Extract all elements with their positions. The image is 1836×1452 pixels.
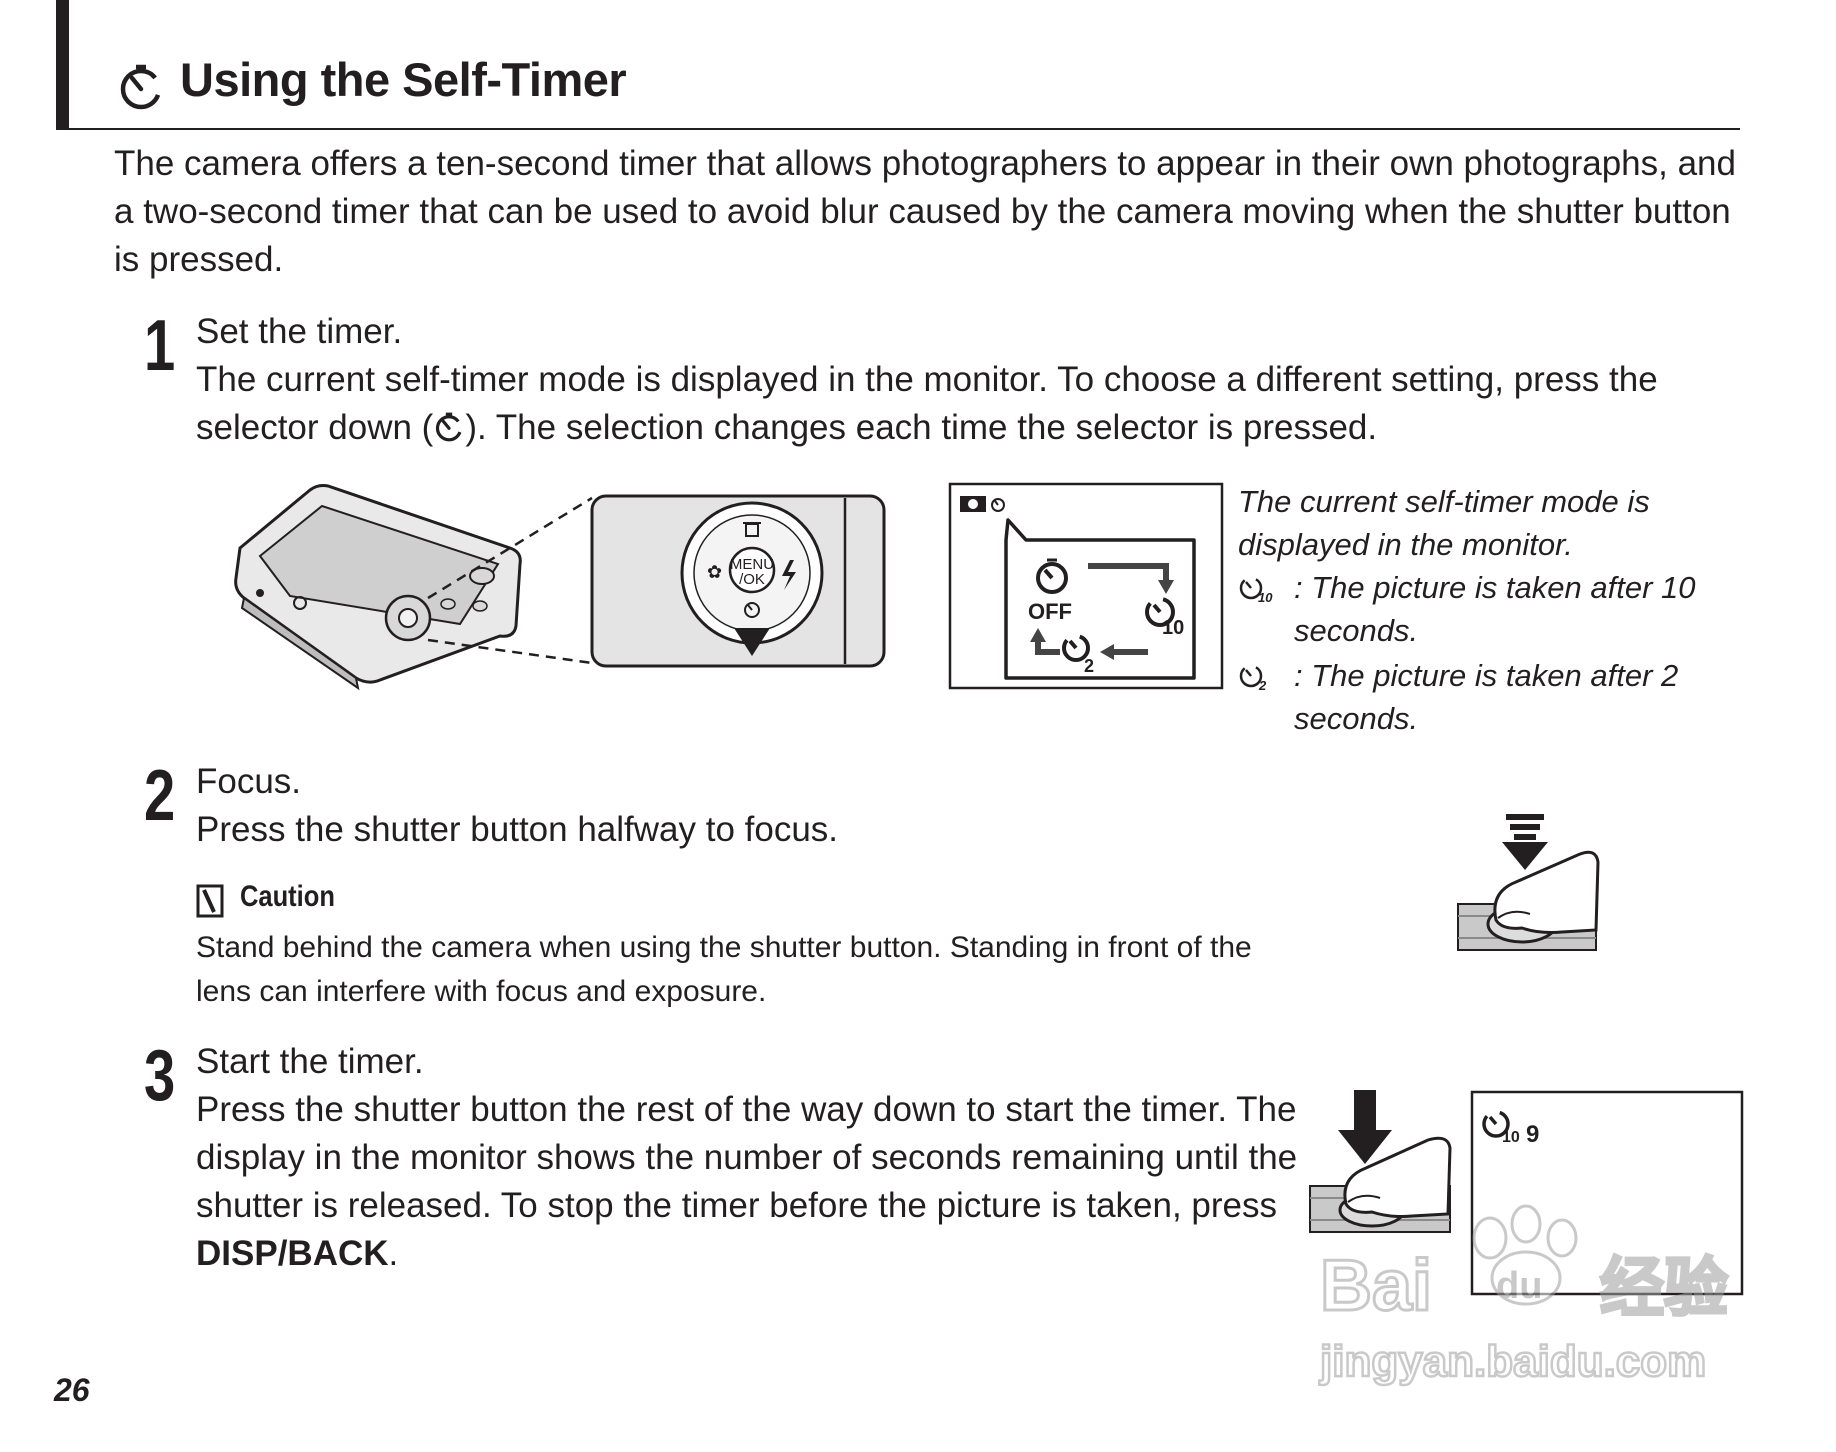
step-2-number: 2 (144, 756, 176, 836)
legend-10-sub: 10 (1258, 590, 1273, 604)
baidu-watermark: Bai du 经验 jingyan.baidu.com (1300, 1180, 1760, 1390)
selector-zoom-panel: MENU /OK ✿ (590, 494, 886, 668)
cycle-off-label: OFF (1028, 599, 1072, 624)
step-1-body: The current self-timer mode is displayed… (196, 356, 1756, 452)
shutter-half-press-illustration (1457, 814, 1600, 951)
monitor-mode-cycle-diagram: OFF 10 2 (948, 482, 1224, 690)
page-number: 26 (54, 1372, 90, 1408)
caution-icon (196, 884, 224, 918)
disp-back-key: DISP/BACK (196, 1234, 389, 1273)
step-3-heading: Start the timer. (196, 1042, 424, 1081)
step-3-body-end: . (388, 1234, 399, 1273)
selector-ok-label: /OK (739, 571, 765, 588)
step-2-heading: Focus. (196, 762, 302, 801)
watermark-jingyan-cn: 经验 (1600, 1252, 1728, 1326)
watermark-du: du (1496, 1265, 1542, 1307)
header-side-bar (56, 0, 69, 130)
timer-2-icon (1062, 634, 1090, 662)
caution-title: Caution (240, 880, 335, 913)
countdown-timer-sub: 10 (1502, 1129, 1520, 1146)
half-press-arrow-icon (1502, 814, 1548, 870)
watermark-graphic: Bai du 经验 jingyan.baidu.com (1318, 1204, 1730, 1387)
cycle-10-label: 10 (1162, 617, 1184, 639)
shutter-full-press-illustration (1309, 1090, 1452, 1233)
timer-off-icon (1036, 558, 1068, 594)
self-timer-inline-icon (436, 412, 463, 442)
watermark-bai: Bai (1320, 1246, 1432, 1326)
selector-down-arrow-icon (734, 628, 770, 656)
step-3-number: 3 (144, 1036, 176, 1116)
intro-paragraph: The camera offers a ten-second timer tha… (114, 144, 1736, 279)
flash-icon (782, 560, 796, 590)
self-timer-10-icon: 10 (1239, 576, 1273, 605)
timer-10-icon (1145, 597, 1175, 627)
page-title: Using the Self-Timer (180, 53, 627, 106)
title-rule (56, 128, 1740, 130)
step-1-number: 1 (144, 306, 176, 386)
camera-body (234, 484, 522, 691)
watermark-url: jingyan.baidu.com (1319, 1337, 1706, 1386)
caution-body: Stand behind the camera when using the s… (196, 931, 1252, 1008)
legend-2-sub: 2 (1258, 678, 1267, 692)
step-2-body: Press the shutter button halfway to focu… (196, 810, 839, 849)
legend-2-text: : The picture is taken after 2 seconds. (1294, 658, 1679, 736)
macro-flower-icon: ✿ (707, 562, 722, 583)
cycle-2-label: 2 (1084, 656, 1094, 676)
countdown-seconds: 9 (1526, 1121, 1539, 1148)
step-3-body-text: Press the shutter button the rest of the… (196, 1090, 1298, 1225)
camera-selector-illustration: MENU /OK ✿ (234, 484, 886, 691)
legend-row-2: 2 : The picture is taken after 2 seconds… (1238, 654, 1738, 740)
camera-mode-icon (960, 496, 986, 512)
trash-icon (743, 522, 761, 537)
step-1-body-text-b: ). The selection changes each time the s… (465, 408, 1378, 447)
monitor-caption: The current self-timer mode is displayed… (1238, 484, 1650, 562)
self-timer-2-icon: 2 (1239, 664, 1267, 693)
self-timer-icon (120, 64, 162, 110)
legend-row-10: 10 : The picture is taken after 10 secon… (1238, 566, 1738, 652)
countdown-self-timer-icon (1482, 1110, 1510, 1138)
selector-menu-label: MENU (730, 556, 774, 573)
small-self-timer-icon (991, 498, 1005, 512)
legend-10-text: : The picture is taken after 10 seconds. (1294, 570, 1696, 648)
step-1-body-text-a: The current self-timer mode is displayed… (196, 360, 1658, 447)
step-3-body: Press the shutter button the rest of the… (196, 1086, 1306, 1278)
full-press-arrow-icon (1338, 1090, 1392, 1164)
step-1-heading: Set the timer. (196, 312, 403, 351)
selector-self-timer-icon (744, 602, 760, 618)
